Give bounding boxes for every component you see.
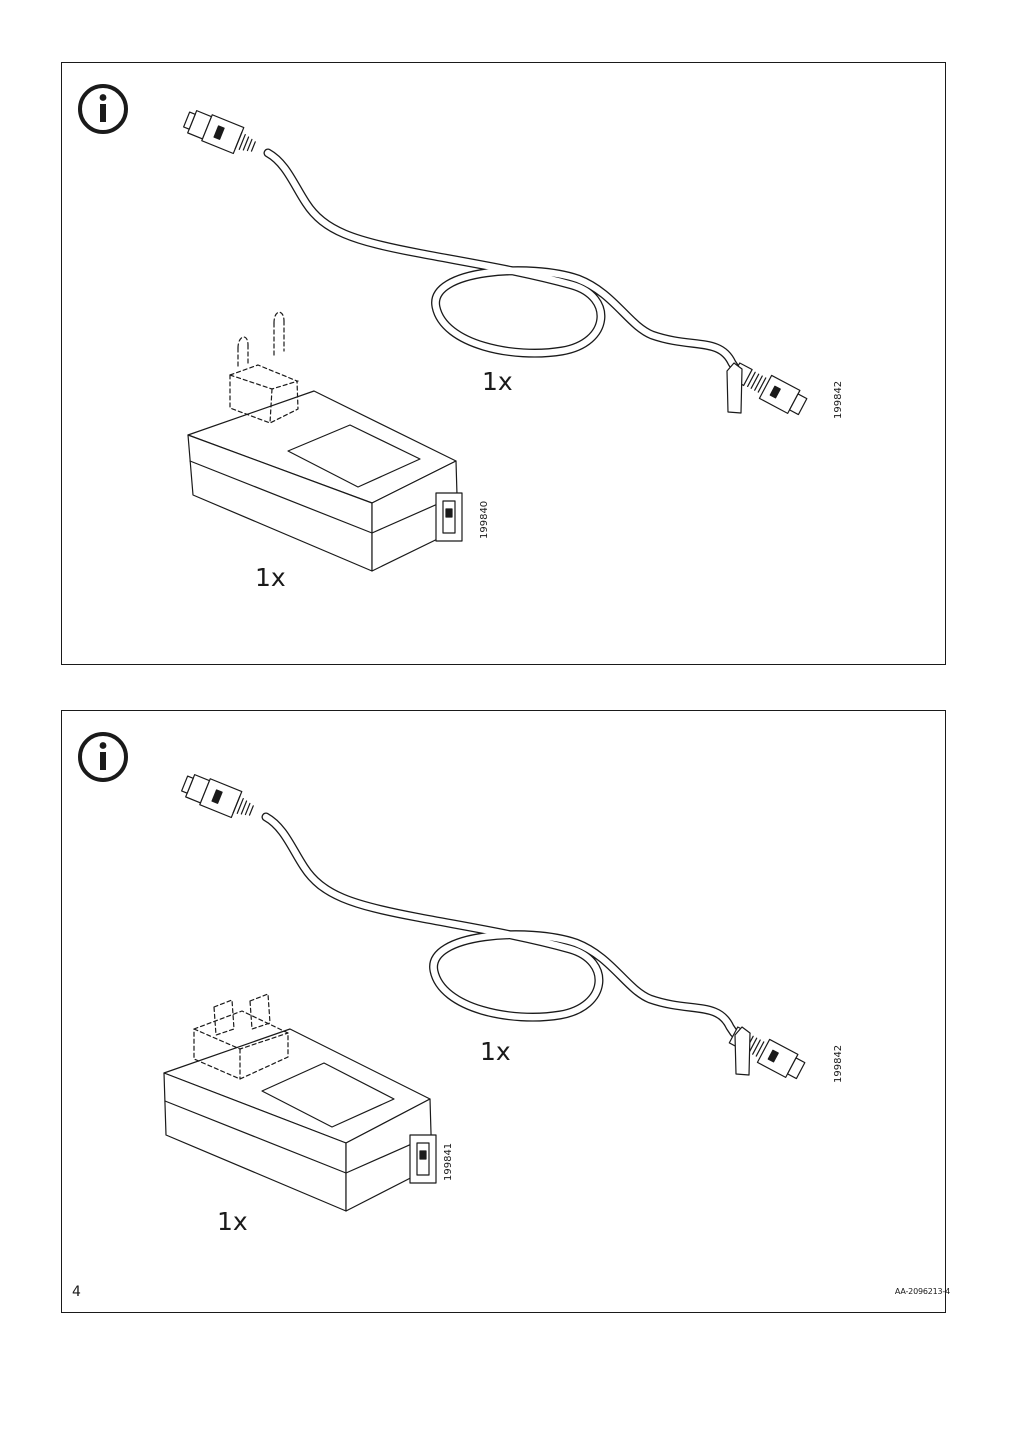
cable-part-number: 199842 bbox=[833, 380, 844, 419]
info-circle-icon bbox=[78, 84, 128, 134]
power-cable-illustration bbox=[183, 110, 808, 416]
power-adapter-eu-illustration bbox=[187, 311, 463, 572]
cable-quantity: 1x bbox=[482, 367, 513, 396]
document-id: AA-2096213-4 bbox=[894, 1287, 950, 1296]
page-number: 4 bbox=[72, 1284, 81, 1300]
info-panel-eu: 1x 199842 1x 199840 bbox=[61, 62, 946, 665]
info-panel-us: 1x 199842 1x 199841 bbox=[61, 710, 946, 1313]
power-cable-illustration bbox=[181, 774, 806, 1080]
adapter-part-number: 199840 bbox=[479, 500, 490, 539]
power-adapter-us-illustration bbox=[163, 993, 437, 1212]
adapter-quantity: 1x bbox=[217, 1207, 248, 1236]
info-circle-icon bbox=[78, 732, 128, 782]
adapter-quantity: 1x bbox=[255, 563, 286, 592]
cable-part-number: 199842 bbox=[833, 1044, 844, 1083]
cable-quantity: 1x bbox=[480, 1037, 511, 1066]
adapter-part-number: 199841 bbox=[443, 1142, 454, 1181]
